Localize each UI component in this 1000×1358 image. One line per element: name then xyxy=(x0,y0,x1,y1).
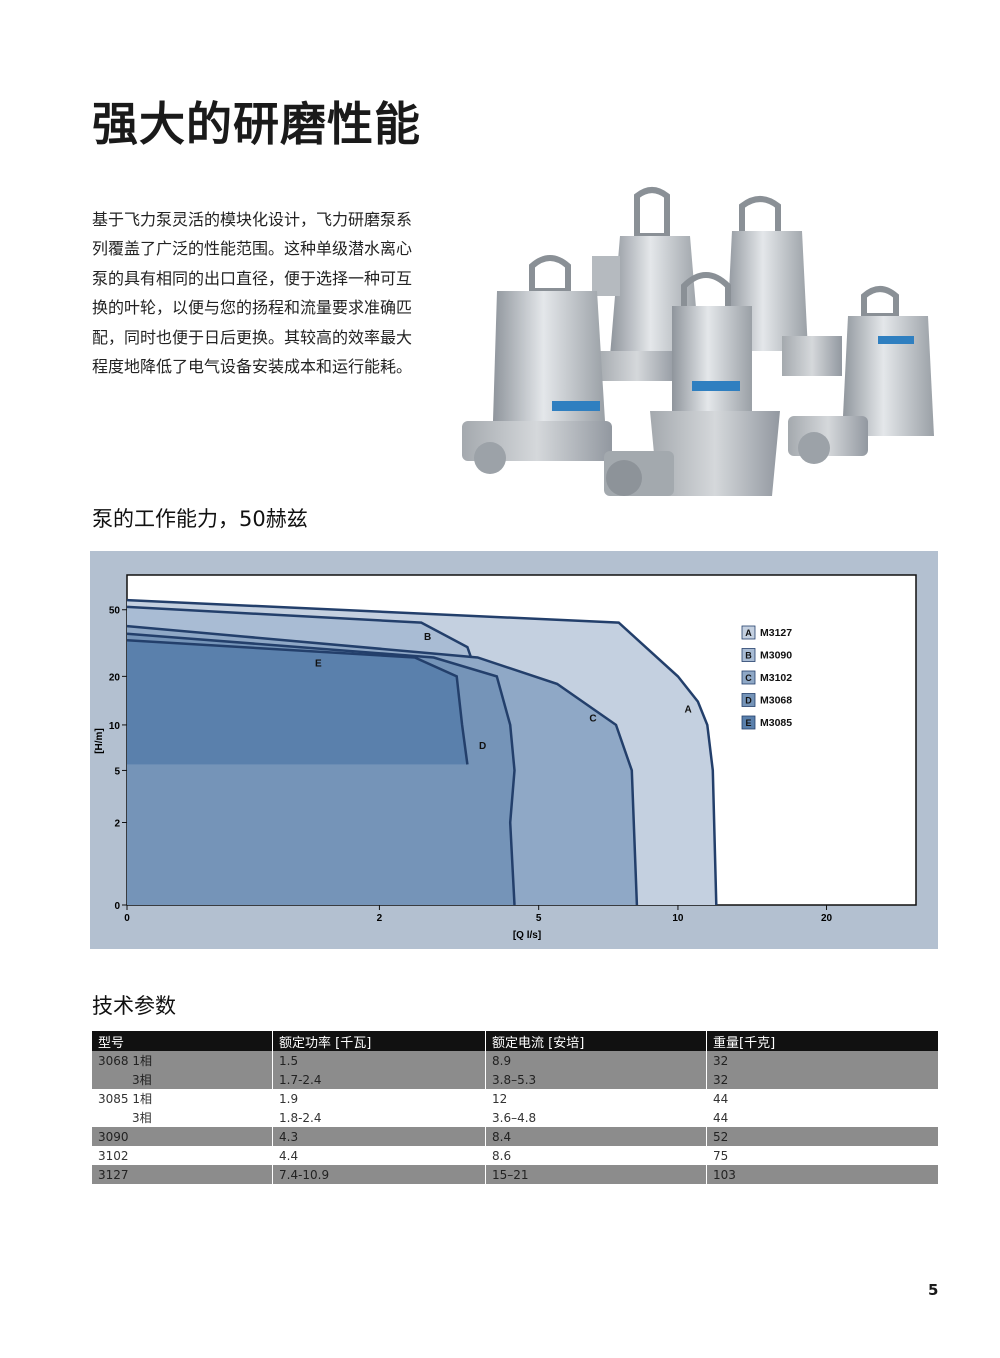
cell-model: 3102 xyxy=(92,1146,273,1165)
curve-area-e xyxy=(127,640,468,905)
pump-product-photo xyxy=(462,187,934,496)
curve-line-c xyxy=(126,624,639,906)
table-row: 3相 1.7-2.4 3.8–5.3 32 xyxy=(92,1070,938,1089)
cell-current: 8.6 xyxy=(485,1146,707,1165)
curve-heading: 泵的工作能力，50赫兹 xyxy=(92,507,308,531)
cell-model: 3085 1相 xyxy=(92,1089,273,1108)
intro-paragraph: 基于飞力泵灵活的模块化设计，飞力研磨泵系列覆盖了广泛的性能范围。这种单级潜水离心… xyxy=(92,210,413,377)
cell-weight: 103 xyxy=(706,1165,938,1184)
curve-line-a xyxy=(126,598,718,906)
legend-letter: D xyxy=(745,696,752,706)
table-row: 3127 7.4-10.9 15–21 103 xyxy=(92,1165,938,1184)
cell-power: 1.8-2.4 xyxy=(272,1108,486,1127)
cell-weight: 32 xyxy=(706,1070,938,1089)
legend-swatch xyxy=(741,670,756,685)
y-tick-label: 5 xyxy=(114,766,120,777)
header-power: 额定功率 [千瓦] xyxy=(272,1031,486,1051)
pump-front-right xyxy=(788,286,934,464)
header-current: 额定电流 [安培] xyxy=(485,1031,707,1051)
legend-letter: B xyxy=(745,651,752,661)
legend-swatch xyxy=(741,648,756,662)
curve-line-d xyxy=(126,632,516,906)
curve-letter-d: D xyxy=(479,741,486,752)
cell-weight: 52 xyxy=(706,1127,938,1146)
curve-letter-b: B xyxy=(424,632,431,643)
spec-heading: 技术参数 xyxy=(92,994,176,1018)
y-tick-label: 20 xyxy=(109,672,121,683)
x-tick-label: 2 xyxy=(377,913,383,924)
cell-current: 8.4 xyxy=(485,1127,707,1146)
table-row: 3相 1.8-2.4 3.6–4.8 44 xyxy=(92,1108,938,1127)
cell-current: 3.8–5.3 xyxy=(485,1070,707,1089)
cell-weight: 75 xyxy=(706,1146,938,1165)
legend-letter: A xyxy=(745,628,752,638)
cell-weight: 44 xyxy=(706,1108,938,1127)
y-tick-label: 2 xyxy=(114,819,120,830)
cell-power: 4.3 xyxy=(272,1127,486,1146)
table-row: 3090 4.3 8.4 52 xyxy=(92,1127,938,1146)
x-axis-label: [Q l/s] xyxy=(513,930,541,941)
legend-swatch xyxy=(741,625,756,640)
spec-table: 型号 额定功率 [千瓦] 额定电流 [安培] 重量[千克] 3068 1相 1.… xyxy=(92,1031,938,1184)
header-weight: 重量[千克] xyxy=(706,1031,938,1051)
legend-swatch xyxy=(741,693,756,707)
y-tick-label: 10 xyxy=(109,721,121,732)
curve-letter-c: C xyxy=(589,714,596,725)
curve-letter-a: A xyxy=(685,704,692,715)
x-tick-label: 5 xyxy=(536,913,542,924)
cell-power: 4.4 xyxy=(272,1146,486,1165)
legend-entry: M3068 xyxy=(760,695,792,707)
page-title: 强大的研磨性能 xyxy=(92,97,421,151)
legend-letter: C xyxy=(745,673,752,683)
cell-model: 3相 xyxy=(92,1070,273,1089)
legend-entry: M3085 xyxy=(760,717,792,729)
legend-swatch xyxy=(741,715,756,730)
spec-header-row: 型号 额定功率 [千瓦] 额定电流 [安培] 重量[千克] xyxy=(92,1031,938,1051)
legend-letter: E xyxy=(745,718,751,728)
cell-current: 3.6–4.8 xyxy=(485,1108,707,1127)
y-tick-label: 50 xyxy=(109,606,121,617)
header-model: 型号 xyxy=(92,1031,273,1051)
x-tick-label: 10 xyxy=(672,913,684,924)
x-tick-label: 20 xyxy=(821,913,833,924)
cell-model: 3090 xyxy=(92,1127,273,1146)
cell-current: 8.9 xyxy=(485,1051,707,1070)
legend-entry: M3127 xyxy=(760,627,792,639)
y-tick-label: 0 xyxy=(114,901,120,912)
cell-weight: 32 xyxy=(706,1051,938,1070)
pump-front-center xyxy=(604,272,780,496)
page-number: 5 xyxy=(928,1281,939,1299)
cell-power: 7.4-10.9 xyxy=(272,1165,486,1184)
curve-line-e xyxy=(126,638,469,765)
x-tick-label: 0 xyxy=(124,913,130,924)
table-row: 3085 1相 1.9 12 44 xyxy=(92,1089,938,1108)
legend-entry: M3102 xyxy=(760,672,792,684)
table-row: 3068 1相 1.5 8.9 32 xyxy=(92,1051,938,1070)
pump-front-left xyxy=(462,255,612,474)
cell-model: 3068 1相 xyxy=(92,1051,273,1070)
cell-power: 1.7-2.4 xyxy=(272,1070,486,1089)
y-axis-label: [H/m] xyxy=(94,728,105,754)
legend-entry: M3090 xyxy=(760,650,792,662)
cell-power: 1.5 xyxy=(272,1051,486,1070)
cell-current: 15–21 xyxy=(485,1165,707,1184)
cell-model: 3127 xyxy=(92,1165,273,1184)
cell-power: 1.9 xyxy=(272,1089,486,1108)
table-row: 3102 4.4 8.6 75 xyxy=(92,1146,938,1165)
cell-model: 3相 xyxy=(92,1108,273,1127)
cell-weight: 44 xyxy=(706,1089,938,1108)
cell-current: 12 xyxy=(485,1089,707,1108)
curve-letter-e: E xyxy=(315,658,322,669)
